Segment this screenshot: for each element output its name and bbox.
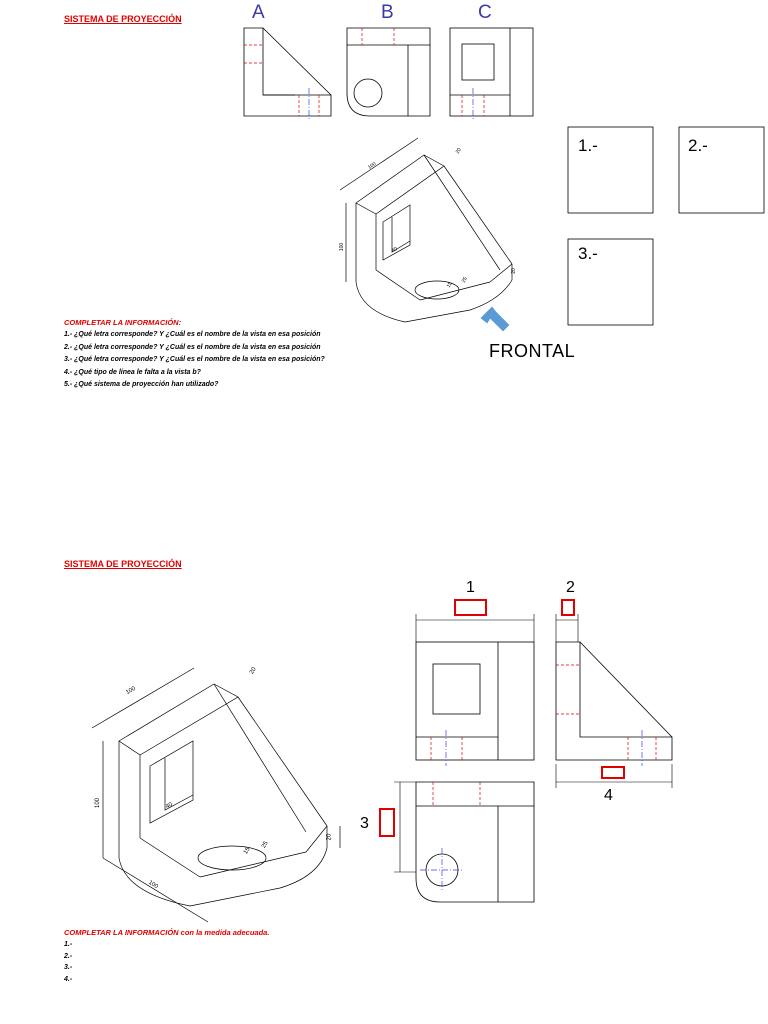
answer-rect-4: [601, 766, 625, 779]
dim-number-2: 2: [566, 579, 575, 596]
view-letter-b: B: [381, 2, 394, 23]
answer-box-label-2: 2.-: [688, 136, 708, 155]
dim-number-3: 3: [360, 815, 369, 832]
question-3: 3.- ¿Qué letra corresponde? Y ¿Cuál es e…: [64, 356, 325, 364]
view-letter-a: A: [252, 2, 265, 23]
frontal-label: FRONTAL: [489, 341, 576, 361]
section2-questions-heading: COMPLETAR LA INFORMACIÓN con la medida a…: [64, 928, 270, 937]
section1-questions: 1.- ¿Qué letra corresponde? Y ¿Cuál es e…: [64, 329, 325, 392]
answer-1: 1.-: [64, 941, 73, 948]
iso2-dim-side: 20: [326, 833, 333, 841]
frontal-arrow-icon: [480, 306, 510, 332]
view-letter-c: C: [478, 2, 492, 23]
answer-box-label-3: 3.-: [578, 244, 598, 263]
view-side: [555, 641, 673, 761]
answer-box-label-1: 1.-: [578, 136, 598, 155]
view-a: [243, 27, 332, 117]
view-b: [346, 27, 431, 117]
answer-rect-1: [454, 599, 487, 616]
answer-box-1: [567, 126, 654, 214]
question-5: 5.- ¿Qué sistema de proyección han utili…: [64, 381, 219, 389]
section1-questions-heading: COMPLETAR LA INFORMACIÓN:: [64, 318, 182, 327]
answer-rect-3: [379, 808, 395, 837]
answer-4: 4.-: [64, 975, 73, 983]
section1-title: SISTEMA DE PROYECCIÓN: [64, 14, 182, 24]
answer-box-2: [678, 126, 765, 214]
iso2-dim-height: 100: [95, 797, 102, 809]
iso-piece-1: [339, 137, 513, 323]
question-2: 2.- ¿Qué letra corresponde? Y ¿Cuál es e…: [64, 343, 321, 351]
dim-number-4: 4: [604, 787, 613, 804]
view-front: [415, 641, 535, 761]
answer-2: 2.-: [64, 952, 73, 960]
question-1: 1.- ¿Qué letra corresponde? Y ¿Cuál es e…: [64, 331, 321, 338]
view-top: [415, 781, 535, 903]
dim-number-1: 1: [466, 579, 475, 596]
answer-rect-2: [561, 599, 575, 616]
section2-title: SISTEMA DE PROYECCIÓN: [64, 559, 182, 569]
view-c: [449, 27, 534, 117]
question-4: 4.- ¿Qué tipo de línea le falta a la vis…: [64, 368, 201, 376]
answer-3: 3.-: [64, 964, 73, 971]
answer-box-3: [567, 238, 654, 326]
section2-answers: 1.- 2.- 3.- 4.-: [64, 939, 72, 985]
iso-piece-2: [91, 667, 341, 923]
